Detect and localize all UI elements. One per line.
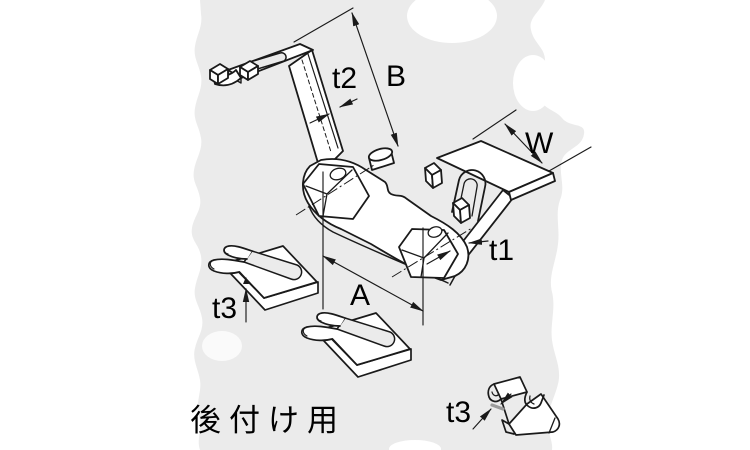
dim-label-b: B (386, 60, 407, 93)
clip-u-slot (451, 169, 487, 222)
dim-label-t3-left: t3 (212, 292, 238, 325)
clip-tab-upper (424, 162, 443, 189)
dim-a (322, 171, 424, 326)
clip-tab-lower (452, 197, 471, 224)
dim-t2 (309, 98, 358, 124)
dim-label-t3-detail: t3 (446, 396, 472, 429)
hook-tip-tab (209, 63, 229, 85)
stud-boss (367, 147, 395, 171)
dim-label-w: W (525, 127, 554, 160)
dim-label-t1: t1 (489, 234, 515, 267)
dim-t1 (426, 238, 489, 265)
dim-label-a: A (350, 279, 371, 312)
hook-mid-tab (239, 60, 259, 81)
dim-t3-left (242, 277, 250, 323)
hanger-bracket-flange (209, 43, 314, 87)
caption-retrofit: 後付け用 (190, 403, 346, 439)
dim-b (293, 7, 399, 147)
retrofit-clip-1 (207, 244, 319, 311)
dim-label-t2: t2 (332, 62, 358, 95)
hex-bolt-left (302, 163, 370, 220)
dim-t3-detail (472, 392, 513, 430)
dim-w (472, 109, 592, 172)
clip-prong-lower (207, 258, 245, 275)
hanger-strap (288, 49, 344, 174)
